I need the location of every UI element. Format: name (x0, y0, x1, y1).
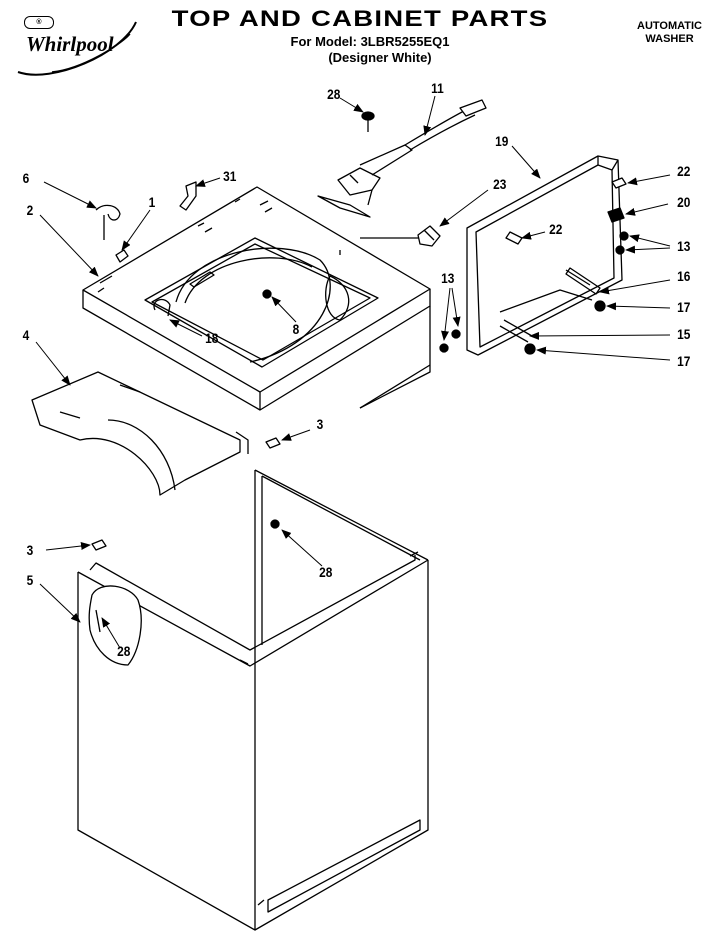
cabinet (77, 469, 429, 931)
product-type-line1: AUTOMATIC (637, 20, 702, 32)
bushing-17-bottom (524, 343, 536, 355)
bumper-18 (153, 298, 171, 317)
callout-28-bottom: 28 (117, 643, 131, 659)
bracket-1 (115, 249, 129, 263)
top-panel (82, 186, 431, 411)
clip-31 (179, 181, 197, 211)
callout-3-right: 3 (316, 416, 324, 432)
callout-15: 15 (677, 326, 691, 342)
callout-17-top: 17 (677, 299, 691, 315)
lid-assembly (466, 155, 623, 356)
callout-4: 4 (22, 327, 30, 343)
lid-bumper-22-mid (505, 231, 523, 245)
brand-swoosh-icon (17, 21, 137, 76)
clip-3-left (91, 539, 107, 551)
model-number: For Model: 3LBR5255EQ1 (290, 34, 450, 49)
lid-switch-harness (337, 99, 487, 206)
lid-bumper-22-top (611, 177, 627, 189)
screw-28-cabinet (270, 519, 280, 529)
product-type-line2: WASHER (645, 33, 694, 45)
brand-logo (12, 14, 142, 84)
brand-name: Whirlpool (26, 32, 114, 56)
callout-22-mid: 22 (549, 221, 563, 237)
screw-28-top (361, 111, 375, 132)
callout-11: 11 (431, 80, 444, 96)
callout-31: 31 (223, 168, 237, 184)
callout-13-right: 13 (677, 238, 691, 254)
nut-13-right (615, 231, 629, 255)
leader-lines (35, 95, 671, 649)
bushing-17-top (594, 300, 606, 312)
callout-23: 23 (493, 176, 507, 192)
model-variant: (Designer White) (328, 50, 432, 65)
callout-19: 19 (495, 133, 509, 149)
callout-18: 18 (205, 330, 219, 346)
callout-28-top: 28 (327, 86, 341, 102)
clip-6 (95, 204, 121, 240)
clip-3-right (265, 437, 281, 449)
callout-1: 1 (148, 194, 156, 210)
callout-6: 6 (22, 170, 30, 186)
cutaway-detail (88, 585, 142, 666)
hinge-rod-15 (499, 319, 533, 343)
callout-3-left: 3 (26, 542, 34, 558)
callout-22-top: 22 (677, 163, 691, 179)
callout-20: 20 (677, 194, 691, 210)
callout-13-left: 13 (441, 270, 455, 286)
under-panel-4 (31, 371, 249, 496)
brand-badge: ® (24, 16, 54, 29)
page-title: TOP AND CABINET PARTS (171, 6, 549, 31)
callout-16: 16 (677, 268, 691, 284)
screw-8 (262, 289, 272, 299)
callout-5: 5 (26, 572, 34, 588)
actuator-23 (417, 225, 441, 247)
hinge-16 (565, 267, 601, 295)
nut-13-left (439, 329, 461, 353)
callout-17-bottom: 17 (677, 353, 691, 369)
clip-20 (607, 207, 625, 223)
callout-28-mid: 28 (319, 564, 333, 580)
callout-2: 2 (26, 202, 34, 218)
callout-8: 8 (292, 321, 300, 337)
product-type: AUTOMATIC WASHER (637, 20, 702, 46)
